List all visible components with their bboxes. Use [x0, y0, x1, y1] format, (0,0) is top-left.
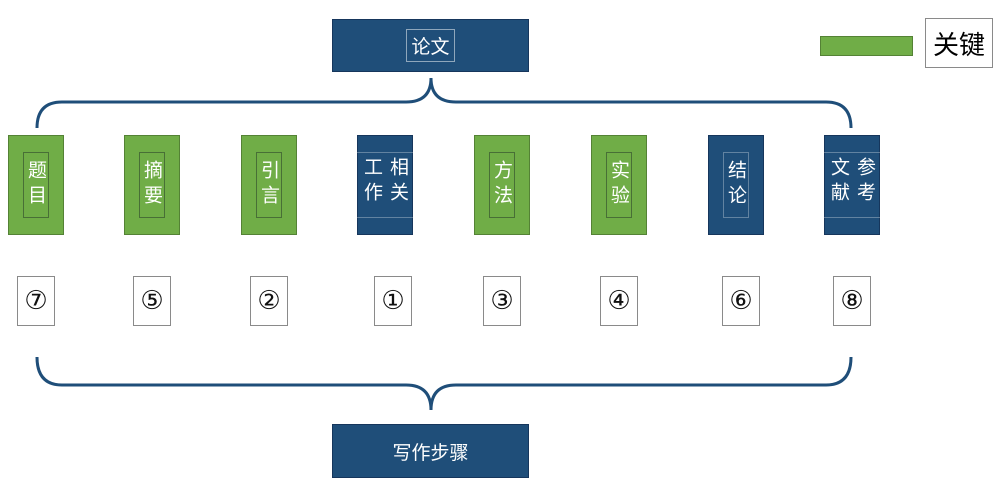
section-box-3: 引言: [241, 135, 297, 235]
order-badge-3: ②: [250, 276, 288, 326]
legend-swatch: [820, 36, 913, 56]
order-badge-8: ⑧: [833, 276, 871, 326]
section-box-2: 摘要: [124, 135, 180, 235]
order-badge-4: ①: [374, 276, 412, 326]
section-label-5: 方法: [489, 152, 515, 218]
section-label-3: 引言: [256, 152, 282, 218]
section-label-7: 结论: [723, 152, 749, 218]
order-badge-2: ⑤: [133, 276, 171, 326]
order-badge-1: ⑦: [17, 276, 55, 326]
section-label-6: 实验: [606, 152, 632, 218]
writing-steps-label: 写作步骤: [392, 441, 469, 464]
section-box-5: 方法: [474, 135, 530, 235]
section-label-4: 相关工作: [355, 152, 415, 218]
section-box-4: 相关工作: [355, 135, 415, 235]
section-box-6: 实验: [591, 135, 647, 235]
paper-title: 论文: [406, 29, 455, 62]
section-box-1: 题目: [8, 135, 64, 235]
section-label-1: 题目: [23, 152, 49, 218]
section-label-2: 摘要: [139, 152, 165, 218]
paper-title-box: 论文: [332, 19, 529, 72]
writing-steps-box: 写作步骤: [332, 424, 529, 478]
legend-label: 关键: [925, 18, 993, 68]
order-badge-7: ⑥: [722, 276, 760, 326]
top-brace: [35, 77, 853, 129]
order-badge-6: ④: [600, 276, 638, 326]
section-box-8: 参考文献: [822, 135, 882, 235]
section-label-8: 参考文献: [822, 152, 882, 218]
order-badge-5: ③: [483, 276, 521, 326]
bottom-brace: [35, 356, 853, 411]
section-box-7: 结论: [708, 135, 764, 235]
